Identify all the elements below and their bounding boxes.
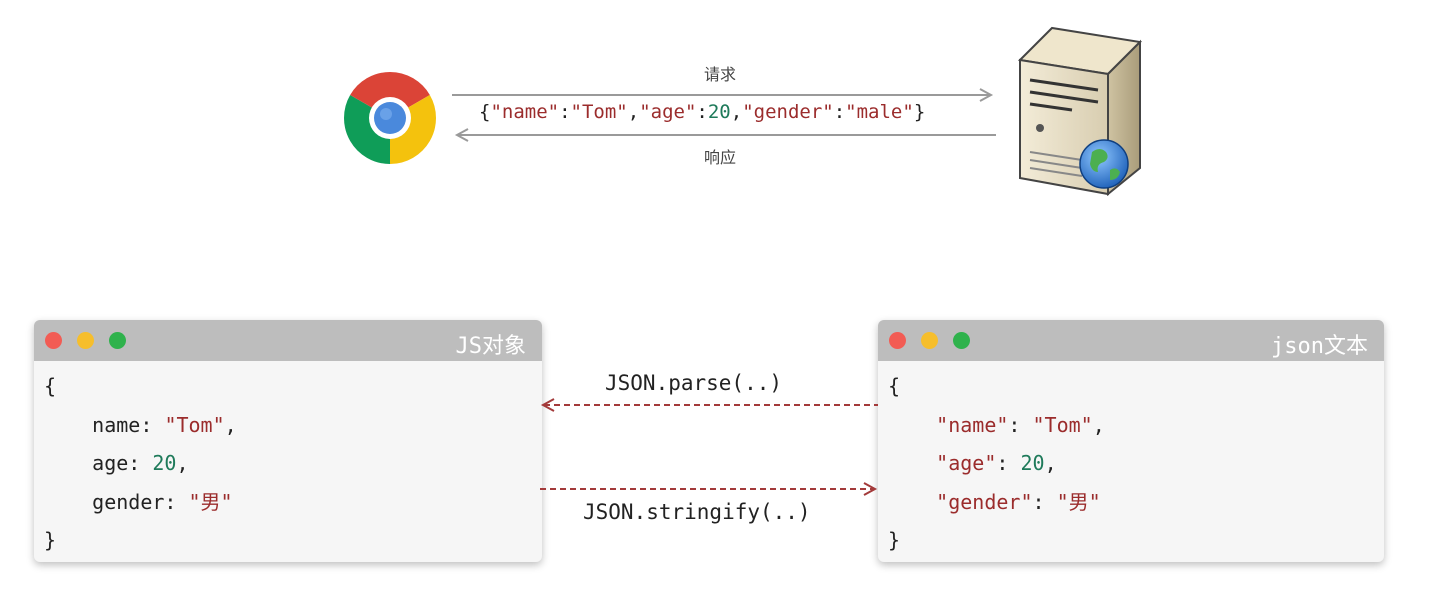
close-dot-icon (45, 332, 62, 349)
js-object-window: JS对象 { name: "Tom", age: 20, gender: "男"… (34, 320, 542, 562)
response-arrow (454, 128, 996, 142)
code-line: "name": "Tom", (936, 412, 1105, 437)
parse-label: JSON.parse(..) (605, 371, 783, 395)
chrome-icon (343, 72, 437, 164)
server-globe-icon (1017, 26, 1143, 196)
code-line: } (888, 528, 901, 552)
code-line: age: 20, (92, 451, 189, 475)
minimize-dot-icon (921, 332, 938, 349)
code-block: { name: "Tom", age: 20, gender: "男" } (34, 361, 542, 560)
code-line: name: "Tom", (92, 412, 237, 437)
close-dot-icon (889, 332, 906, 349)
request-label: 请求 (703, 65, 736, 84)
maximize-dot-icon (109, 332, 126, 349)
minimize-dot-icon (77, 332, 94, 349)
json-text-window: json文本 { "name": "Tom", "age": 20, "gend… (878, 320, 1384, 562)
request-arrow (452, 88, 994, 102)
code-line: gender: "男" (92, 489, 233, 514)
parse-arrow (540, 398, 878, 412)
window-titlebar: json文本 (878, 320, 1384, 361)
window-title: JS对象 (455, 334, 527, 359)
code-line: } (44, 528, 57, 552)
code-line: { (888, 374, 901, 398)
code-block: { "name": "Tom", "age": 20, "gender": "男… (878, 361, 1384, 560)
window-titlebar: JS对象 (34, 320, 542, 361)
maximize-dot-icon (953, 332, 970, 349)
code-line: { (44, 374, 57, 398)
window-title: json文本 (1271, 334, 1368, 359)
code-line: "gender": "男" (936, 489, 1101, 514)
response-label: 响应 (703, 148, 736, 167)
stringify-label: JSON.stringify(..) (583, 500, 811, 524)
json-payload: {"name":"Tom","age":20,"gender":"male"} (479, 101, 926, 123)
code-line: "age": 20, (936, 451, 1057, 475)
stringify-arrow (540, 482, 878, 496)
